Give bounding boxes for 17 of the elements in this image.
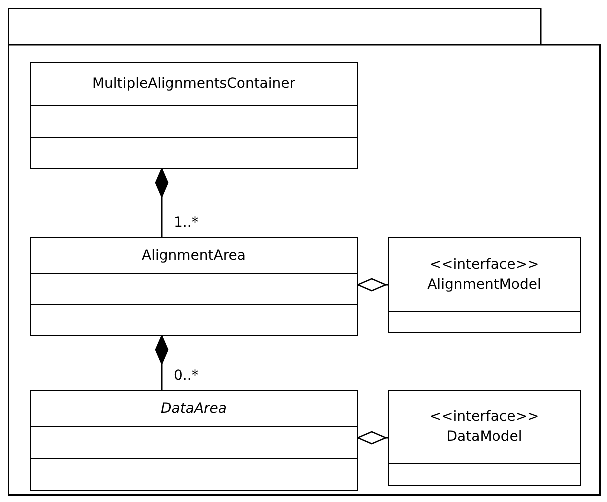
composition-line xyxy=(155,335,169,390)
stereotype-label: <<interface>> xyxy=(430,408,540,427)
interface-box xyxy=(388,390,581,486)
class-name: DataArea xyxy=(161,400,227,418)
stereotype-label: <<interface>> xyxy=(430,256,540,274)
class-name: MultipleAlignmentsContainer xyxy=(92,75,296,94)
interface-box xyxy=(388,237,581,333)
class-name: AlignmentModel xyxy=(428,276,542,294)
package-frame xyxy=(8,8,601,496)
class-box xyxy=(30,390,358,491)
class-box xyxy=(30,237,358,336)
composition-line xyxy=(155,168,169,237)
class-name: AlignmentArea xyxy=(142,246,246,266)
aggregation-line xyxy=(357,431,388,445)
aggregation-line xyxy=(357,278,388,292)
class-box xyxy=(30,62,358,169)
class-name: DataModel xyxy=(446,428,522,447)
